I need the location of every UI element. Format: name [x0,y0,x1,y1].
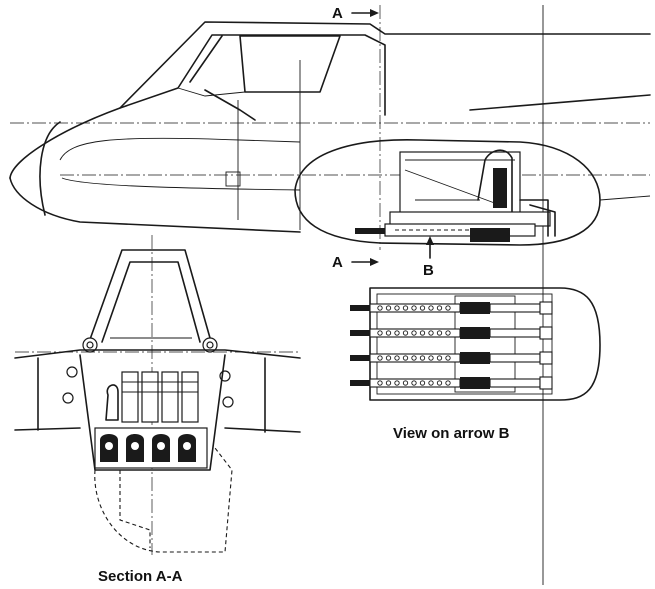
fuselage-outline-lower [9,177,301,233]
view-arrow-b-label: B [423,262,434,279]
fuselage-outline-upper [9,21,651,179]
plan-view-outline [369,287,601,401]
gun-plan-1 [350,301,553,315]
view-caption: View on arrow B [393,425,510,442]
plan-ammo-tray [454,295,516,393]
section-canopy-arch [87,249,213,346]
canopy-sill [177,87,246,97]
lightening-hole-4 [222,396,234,408]
gun-plan-3 [350,351,553,365]
section-aa-view [14,235,301,555]
fuselage-side-view: A A B [9,5,651,585]
gun-plan-4 [350,376,553,390]
wing-root-line [469,94,651,111]
canopy-window-side [239,35,341,93]
access-panel [225,171,241,187]
lightening-hole-1 [66,366,78,378]
lightening-hole-2 [62,392,74,404]
feed-chute [477,149,513,213]
canopy-frame [119,34,386,116]
fuselage-section-outline [14,349,301,433]
nose-stripe [59,137,301,191]
section-marker-bottom: A [332,254,343,271]
gun-pack-section [94,427,208,469]
section-caption: Section A-A [98,568,183,585]
gun-barrels-plan [350,301,553,390]
gun-receiver [470,228,510,242]
gun-plan-2 [350,326,553,340]
canopy-window-front [189,35,256,121]
gun-barrel [355,228,385,234]
ejection-chute [519,199,556,237]
gun-pack-side [355,149,556,242]
ammo-boxes-section [105,371,199,423]
nose-cone [39,121,61,216]
gun-bay-outline [79,354,226,471]
fairing-trailing-line [599,195,651,201]
breech-block [493,168,507,208]
view-arrow-b-plan [350,287,601,401]
lowered-pack-outline [94,447,233,553]
side-ammo-feed [105,384,119,421]
section-marker-top: A [332,5,343,22]
